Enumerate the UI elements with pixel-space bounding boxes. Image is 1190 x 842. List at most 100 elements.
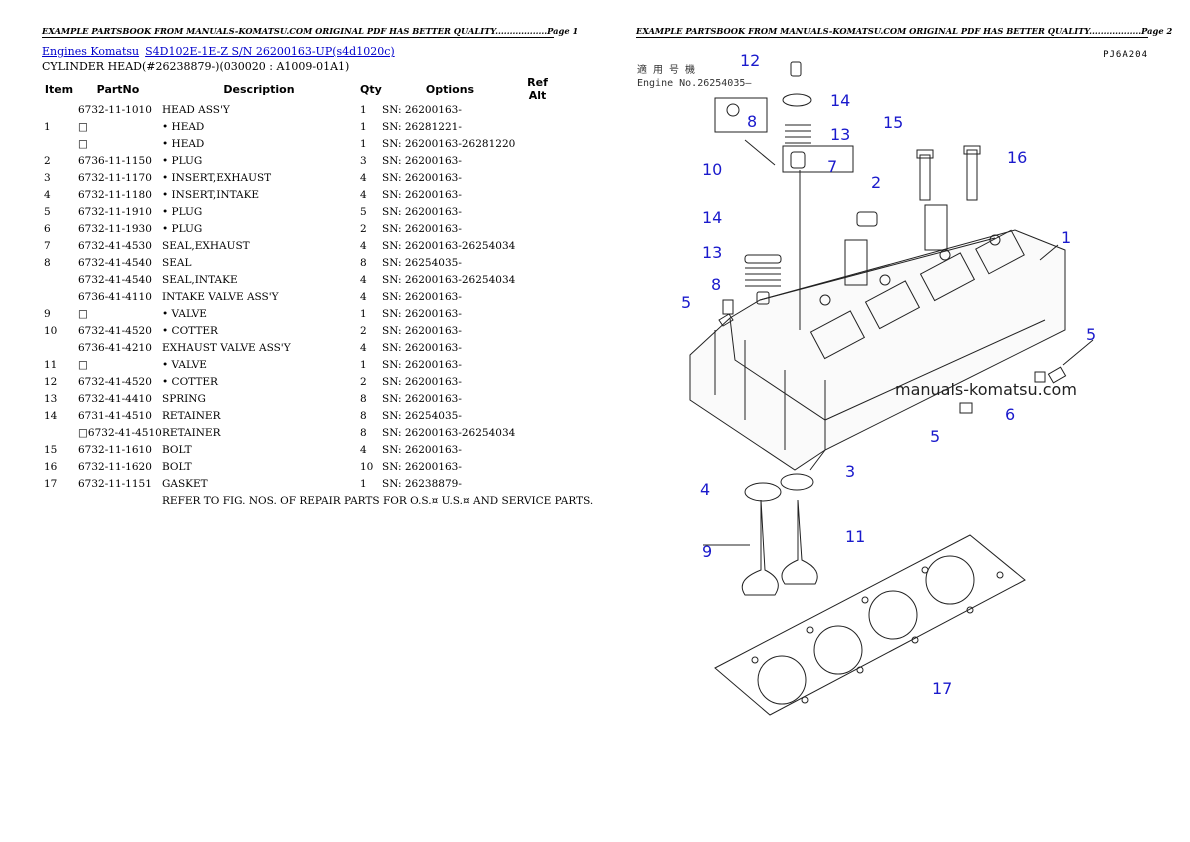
cell-qty: 8 [360, 427, 367, 439]
breadcrumb-link-engines[interactable]: Engines Komatsu [42, 45, 140, 58]
cell-partno: 6736-41-4210 [78, 342, 152, 354]
cell-partno: 6732-11-1151 [78, 478, 152, 490]
col-header-qty: Qty [360, 82, 382, 96]
cell-options: SN: 26200163- [382, 393, 462, 405]
cell-options: SN: 26200163-26254034 [382, 240, 516, 252]
cell-description: • PLUG [162, 206, 203, 218]
cell-ref-alt [520, 136, 555, 153]
cell-qty: 1 [360, 359, 367, 371]
breadcrumb-link-model[interactable]: S4D102E-1E-Z S/N 26200163-UP(s4d1020c) [145, 45, 395, 58]
cell-description: RETAINER [162, 427, 221, 439]
cell-qty: 8 [360, 393, 367, 405]
cell-ref-alt [520, 306, 555, 323]
cell-ref-alt [520, 408, 555, 425]
cell-options: SN: 26254035- [382, 257, 462, 269]
cell-partno: 6732-41-4540 [78, 257, 152, 269]
callout-14: 14 [830, 91, 850, 110]
cell-options: SN: 26200163- [382, 461, 462, 473]
cell-options: SN: 26200163- [382, 155, 462, 167]
cell-ref-alt [520, 442, 555, 459]
cell-description: SEAL [162, 257, 192, 269]
table-row: 8 6732-41-4540 SEAL 8 SN: 26254035- [42, 255, 555, 272]
cell-partno: 6732-41-4410 [78, 393, 152, 405]
callout-17: 17 [932, 679, 952, 698]
cell-item: 9 [44, 308, 51, 320]
cell-options: SN: 26254035- [382, 410, 462, 422]
callout-3: 3 [845, 462, 855, 481]
cell-qty: 2 [360, 325, 367, 337]
cell-ref-alt [520, 221, 555, 238]
col-header-options: Options [425, 82, 475, 96]
parts-table: Item PartNo Description Qty Options Ref … [42, 76, 594, 510]
watermark: manuals-komatsu.com [895, 380, 1077, 399]
cell-description: GASKET [162, 478, 208, 490]
callout-12: 12 [740, 51, 760, 70]
cell-partno: □ [78, 121, 88, 133]
cell-partno: 6736-41-4110 [78, 291, 152, 303]
cell-item [42, 425, 76, 442]
callout-10: 10 [702, 160, 722, 179]
cell-partno: □ [78, 359, 88, 371]
applicability-jp: 適 用 号 機 [637, 65, 696, 76]
cell-options: SN: 26200163- [382, 308, 462, 320]
callout-1: 1 [1061, 228, 1071, 247]
repair-parts-note: REFER TO FIG. NOS. OF REPAIR PARTS FOR O… [162, 495, 594, 507]
callout-8: 8 [747, 112, 757, 131]
cell-description: HEAD ASS'Y [162, 104, 230, 116]
callout-5b: 5 [1086, 325, 1096, 344]
cell-qty: 10 [360, 461, 374, 473]
cell-description: • COTTER [162, 376, 218, 388]
cell-item [42, 493, 76, 510]
cell-options: SN: 26200163- [382, 342, 462, 354]
page-header-2: EXAMPLE PARTSBOOK FROM MANUALS-KOMATSU.C… [636, 26, 1173, 38]
cell-ref-alt [520, 238, 555, 255]
callout-14b: 14 [702, 208, 722, 227]
cell-description: • INSERT,INTAKE [162, 189, 260, 201]
cell-options: SN: 26200163-26254034 [382, 427, 516, 439]
cell-qty: 2 [360, 376, 367, 388]
cell-ref-alt [520, 374, 555, 391]
col-header-partno: PartNo [96, 82, 140, 96]
cell-partno: 6736-11-1150 [78, 155, 152, 167]
cell-description: • VALVE [162, 308, 207, 320]
cell-qty: 8 [360, 257, 367, 269]
cell-options: SN: 26200163- [382, 189, 462, 201]
cell-description: RETAINER [162, 410, 221, 422]
callout-2: 2 [871, 173, 881, 192]
cell-partno: 6732-11-1610 [78, 444, 152, 456]
cell-item: 10 [44, 325, 58, 337]
cell-partno: 6732-11-1910 [78, 206, 152, 218]
page-header: EXAMPLE PARTSBOOK FROM MANUALS-KOMATSU.C… [42, 26, 579, 38]
cell-qty: 4 [360, 240, 367, 252]
cell-ref-alt [520, 476, 555, 493]
cell-partno: 6732-11-1170 [78, 172, 152, 184]
cell-item [42, 102, 76, 119]
cell-partno: 6732-41-4540 [78, 274, 152, 286]
cell-ref-alt [520, 153, 555, 170]
cell-ref-alt [520, 289, 555, 306]
cell-item: 14 [44, 410, 58, 422]
callout-8b: 8 [711, 275, 721, 294]
cell-item: 8 [44, 257, 51, 269]
cell-item: 5 [44, 206, 51, 218]
applicability-note: 適 用 号 機 Engine No.26254035— [637, 64, 751, 90]
cell-options: SN: 26200163- [382, 291, 462, 303]
cell-ref-alt [520, 204, 555, 221]
cell-ref-alt [520, 391, 555, 408]
cell-options: SN: 26200163-26254034 [382, 274, 516, 286]
cell-qty: 1 [360, 478, 367, 490]
cell-ref-alt [520, 255, 555, 272]
cell-description: • PLUG [162, 155, 203, 167]
callout-16: 16 [1007, 148, 1027, 167]
cell-qty: 2 [360, 223, 367, 235]
applicability-engine-no: Engine No.26254035— [637, 78, 752, 89]
cell-qty: 1 [360, 104, 367, 116]
cell-item [42, 272, 76, 289]
cell-partno: 6731-41-4510 [78, 410, 152, 422]
cell-options: SN: 26238879- [382, 478, 462, 490]
